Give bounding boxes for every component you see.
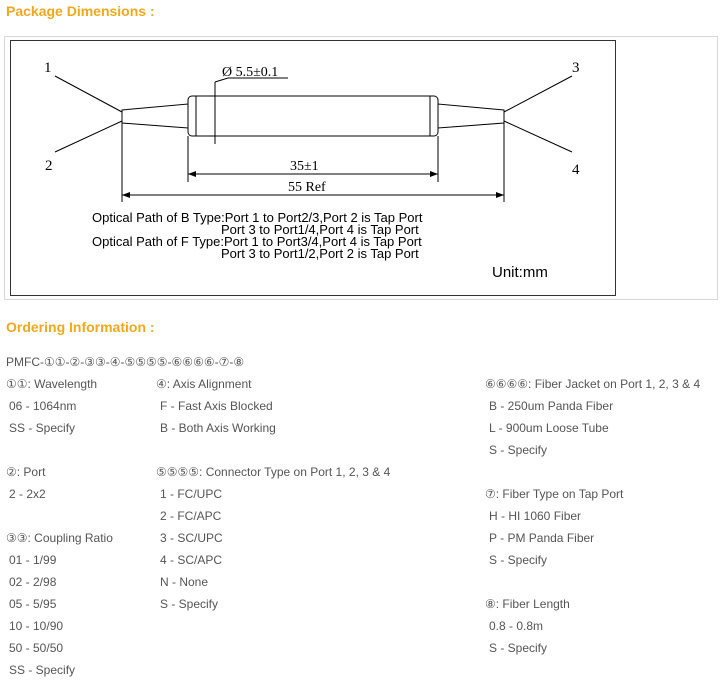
list-item: 50 - 50/50	[9, 641, 64, 655]
part-code: PMFC-①①-②-③③-④-⑤⑤⑤⑤-⑥⑥⑥⑥-⑦-⑧	[6, 355, 245, 369]
port-label-1: 1	[44, 60, 52, 76]
list-item: 2 - 2x2	[9, 487, 46, 501]
drawing-frame	[4, 36, 718, 300]
list-item: S - Specify	[489, 553, 548, 567]
list-item: 10 - 10/90	[9, 619, 64, 633]
unit-label: Unit:mm	[492, 264, 548, 281]
list-item: S - Specify	[489, 443, 548, 457]
fiber-jacket-header: ⑥⑥⑥⑥: Fiber Jacket on Port 1, 2, 3 & 4	[485, 377, 701, 391]
list-item: 4 - SC/APC	[160, 553, 223, 567]
list-item: 06 - 1064nm	[9, 399, 77, 413]
list-item: F - Fast Axis Blocked	[160, 399, 273, 413]
list-item: L - 900um Loose Tube	[489, 421, 609, 435]
port-label-3: 3	[572, 60, 580, 76]
fiber-length-header: ⑧: Fiber Length	[485, 597, 570, 611]
list-item: H - HI 1060 Fiber	[489, 509, 582, 523]
right-boot	[437, 103, 505, 129]
list-item: 2 - FC/APC	[160, 509, 222, 523]
drawing-box	[10, 40, 616, 296]
package-drawing: 1 2 3 4 Ø 5.5±0.1 35±1 55 Ref	[44, 60, 580, 202]
optical-path-b-line2: Port 3 to Port1/4,Port 4 is Tap Port	[221, 222, 419, 237]
list-item: 3 - SC/UPC	[160, 531, 223, 545]
port-label-2: 2	[45, 158, 53, 174]
port-header: ②: Port	[6, 465, 46, 479]
length-35-label: 35±1	[290, 159, 319, 174]
list-item: 01 - 1/99	[9, 553, 57, 567]
list-item: B - 250um Panda Fiber	[489, 399, 614, 413]
tube-body	[187, 95, 439, 137]
list-item: B - Both Axis Working	[160, 421, 276, 435]
list-item: S - Specify	[489, 641, 548, 655]
list-item: SS - Specify	[9, 421, 76, 435]
list-item: N - None	[160, 575, 209, 589]
length-55-label: 55 Ref	[288, 180, 326, 195]
ordering-information-title: Ordering Information :	[6, 319, 155, 335]
list-item: S - Specify	[160, 597, 219, 611]
fiber-port-3	[503, 75, 573, 113]
left-boot	[121, 103, 189, 129]
list-item: 0.8 - 0.8m	[489, 619, 544, 633]
connector-type-header: ⑤⑤⑤⑤: Connector Type on Port 1, 2, 3 & 4	[156, 465, 391, 479]
package-dimensions-title: Package Dimensions :	[6, 3, 155, 19]
optical-path-f-line1: Optical Path of F Type:Port 1 to Port3/4…	[92, 234, 422, 249]
port-label-4: 4	[572, 162, 580, 178]
optical-path-f-line2: Port 3 to Port1/2,Port 2 is Tap Port	[221, 246, 419, 261]
coupling-ratio-header: ③③: Coupling Ratio	[6, 531, 113, 545]
tap-fiber-type-header: ⑦: Fiber Type on Tap Port	[485, 487, 624, 501]
fiber-port-4	[503, 120, 573, 153]
fiber-port-2	[54, 120, 123, 153]
axis-alignment-header: ④: Axis Alignment	[156, 377, 252, 391]
list-item: 05 - 5/95	[9, 597, 57, 611]
list-item: SS - Specify	[9, 663, 76, 677]
list-item: 1 - FC/UPC	[160, 487, 223, 501]
list-item: 02 - 2/98	[9, 575, 57, 589]
optical-path-b-line1: Optical Path of B Type:Port 1 to Port2/3…	[92, 210, 423, 225]
diameter-label: Ø 5.5±0.1	[222, 65, 278, 80]
fiber-port-1	[54, 75, 123, 113]
wavelength-header: ①①: Wavelength	[6, 377, 98, 391]
list-item: P - PM Panda Fiber	[489, 531, 595, 545]
